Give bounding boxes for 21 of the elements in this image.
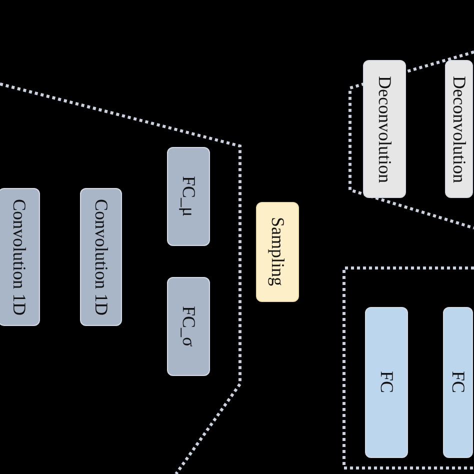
layer-label: Deconvolution	[450, 76, 468, 182]
layer-label: Sampling	[268, 217, 287, 286]
dotted-outline	[348, 52, 474, 232]
layer-label: FC	[377, 371, 396, 394]
layer-block	[445, 60, 473, 198]
dotted-outline	[0, 84, 244, 474]
layer-block	[167, 277, 210, 376]
layer-block	[365, 307, 408, 458]
dotted-outline	[342, 265, 474, 471]
layer-block	[80, 188, 122, 326]
layer-block	[363, 60, 406, 198]
layer-label: FC_μ	[179, 176, 198, 217]
layer-label: FC	[448, 371, 468, 394]
layer-label: Convolution 1D	[92, 198, 110, 316]
layer-label: Deconvolution	[375, 76, 394, 182]
layer-block	[256, 202, 299, 302]
layer-block	[443, 307, 473, 458]
layer-block	[0, 188, 40, 326]
layer-label: Convolution 1D	[10, 198, 28, 316]
layer-block	[167, 147, 210, 246]
layer-label: FC_σ	[179, 306, 198, 347]
